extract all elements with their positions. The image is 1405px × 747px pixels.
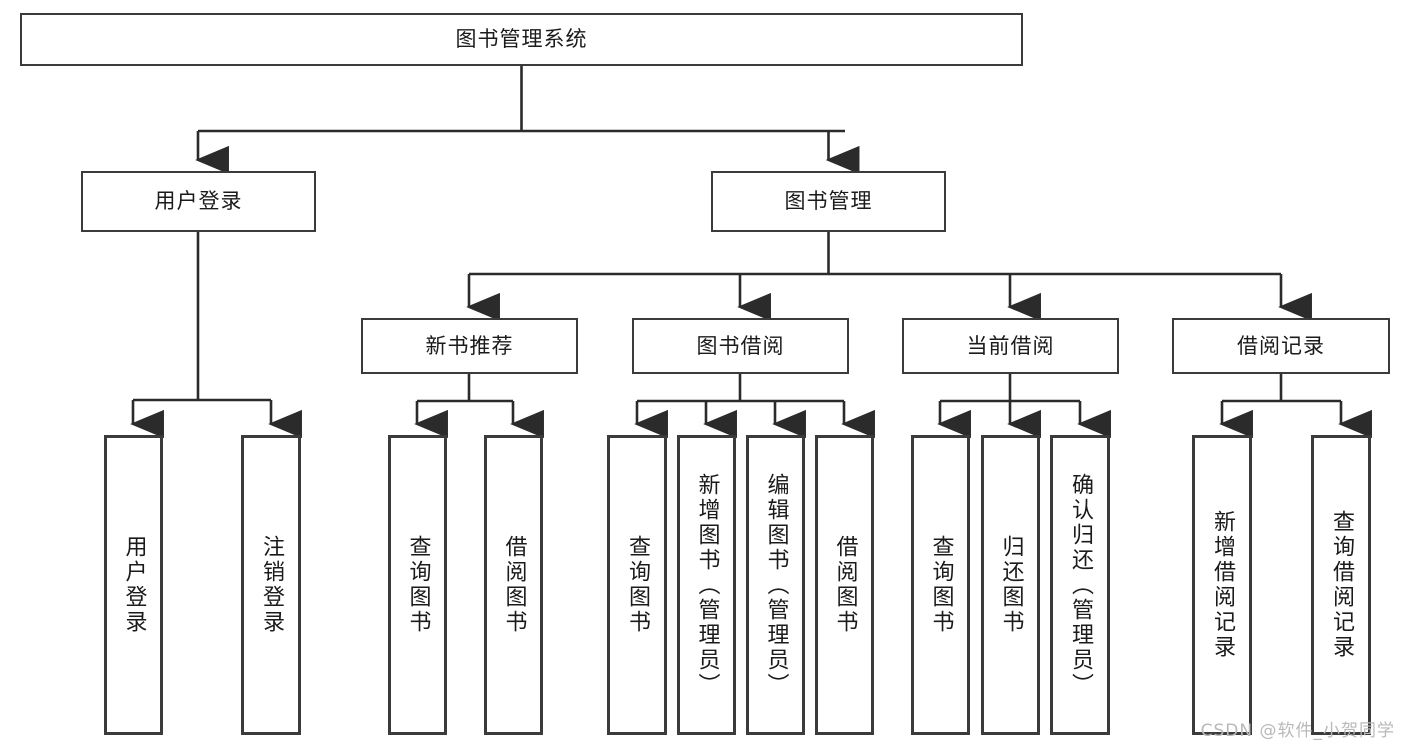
node-label: 用户登录 — [121, 535, 147, 635]
leaf-current-query-book[interactable]: 查询图书 — [911, 435, 970, 735]
node-label: 借阅图书 — [501, 535, 527, 635]
node-label: 确认归还（管理员） — [1068, 472, 1093, 698]
node-label: 图书管理 — [784, 189, 873, 214]
csdn-watermark: CSDN @软件_小贺同学 — [1200, 721, 1395, 741]
leaf-record-query-record[interactable]: 查询借阅记录 — [1311, 435, 1371, 735]
node-book-borrowing[interactable]: 图书借阅 — [632, 318, 849, 374]
leaf-user-login[interactable]: 用户登录 — [104, 435, 163, 735]
node-label: 新书推荐 — [425, 333, 514, 358]
leaf-borrow-edit-book-admin[interactable]: 编辑图书（管理员） — [746, 435, 805, 735]
node-book-management[interactable]: 图书管理 — [711, 171, 946, 232]
node-label: 查询图书 — [625, 535, 650, 635]
node-label: 用户登录 — [154, 189, 243, 214]
node-label: 借阅图书 — [832, 535, 858, 635]
node-label: 借阅记录 — [1237, 333, 1325, 358]
node-label: 注销登录 — [259, 535, 284, 635]
node-book-management-system[interactable]: 图书管理系统 — [20, 13, 1023, 66]
node-label: 归还图书 — [998, 535, 1024, 635]
leaf-newbook-borrow-book[interactable]: 借阅图书 — [484, 435, 543, 735]
node-label: 查询图书 — [405, 535, 431, 635]
leaf-current-return-book[interactable]: 归还图书 — [981, 435, 1040, 735]
leaf-user-logout[interactable]: 注销登录 — [241, 435, 301, 735]
node-new-book-recommendation[interactable]: 新书推荐 — [361, 318, 578, 374]
node-borrowing-record[interactable]: 借阅记录 — [1172, 318, 1390, 374]
node-current-borrowing[interactable]: 当前借阅 — [902, 318, 1119, 374]
leaf-newbook-query-book[interactable]: 查询图书 — [388, 435, 447, 735]
node-label: 当前借阅 — [966, 333, 1055, 358]
node-label: 查询图书 — [928, 535, 954, 635]
node-label: 图书借阅 — [696, 333, 785, 358]
leaf-borrow-query-book[interactable]: 查询图书 — [607, 435, 667, 735]
leaf-borrow-borrow-book[interactable]: 借阅图书 — [815, 435, 874, 735]
node-label: 图书管理系统 — [455, 27, 588, 52]
node-label: 新增图书（管理员） — [694, 472, 720, 698]
leaf-current-confirm-return-admin[interactable]: 确认归还（管理员） — [1050, 435, 1110, 735]
node-label: 查询借阅记录 — [1329, 510, 1354, 660]
node-label: 编辑图书（管理员） — [763, 472, 789, 698]
leaf-record-add-record[interactable]: 新增借阅记录 — [1192, 435, 1252, 735]
leaf-borrow-add-book-admin[interactable]: 新增图书（管理员） — [677, 435, 736, 735]
node-label: 新增借阅记录 — [1210, 510, 1235, 660]
node-user-login[interactable]: 用户登录 — [81, 171, 316, 232]
